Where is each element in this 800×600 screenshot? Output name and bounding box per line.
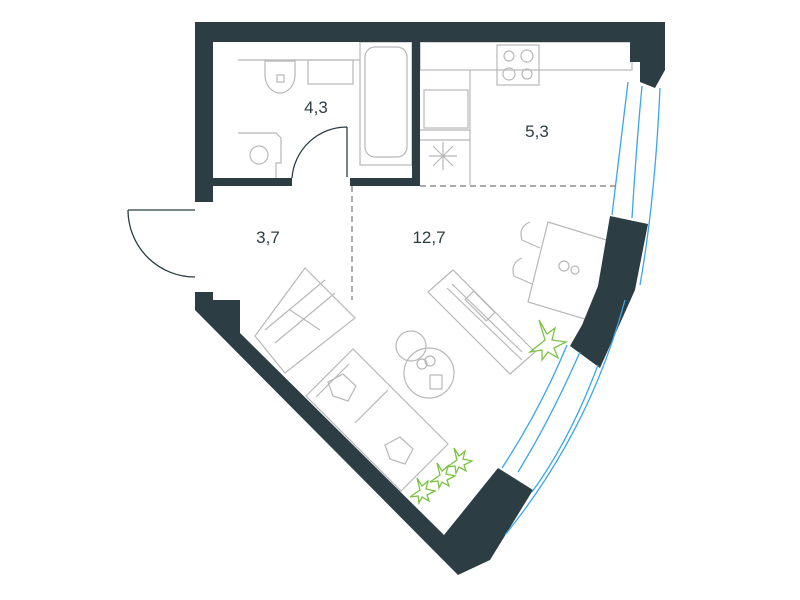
- bathroom-door: [291, 126, 348, 179]
- windows: [501, 81, 661, 536]
- room-area-living: 12,7: [412, 228, 446, 247]
- room-area-kitchen: 5,3: [525, 122, 549, 141]
- entrance-door: [127, 209, 196, 278]
- room-area-bathroom: 4,3: [304, 98, 328, 117]
- room-area-hallway: 3,7: [256, 228, 280, 247]
- plants: [409, 319, 569, 506]
- walls: [195, 22, 665, 575]
- doors: [127, 126, 348, 278]
- dashed-zone-lines: [351, 185, 615, 300]
